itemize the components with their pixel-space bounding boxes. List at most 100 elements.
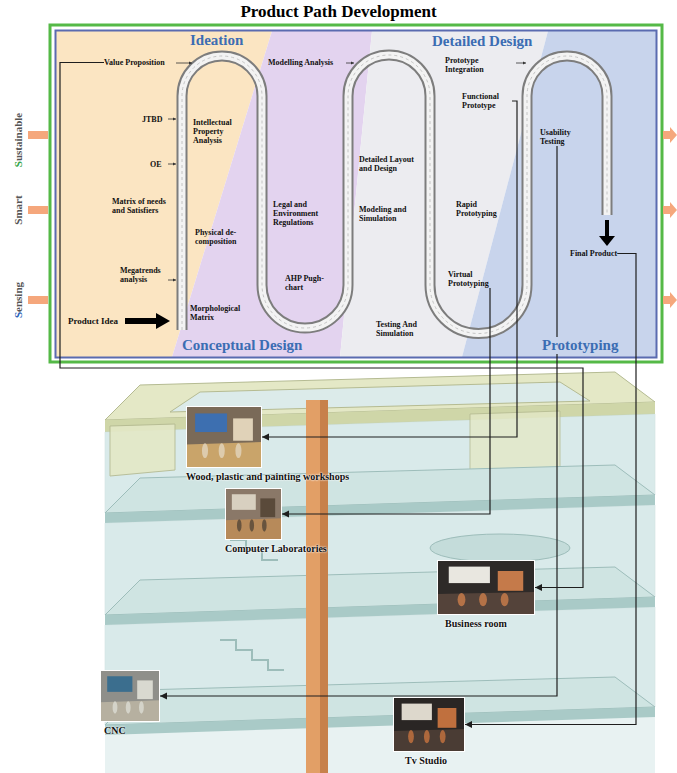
step-label: JTBD xyxy=(142,115,162,124)
step-label: OE xyxy=(150,160,162,169)
connector-line xyxy=(262,101,517,437)
photo-figure xyxy=(126,701,131,713)
photo-floor xyxy=(225,518,282,540)
side-arrows xyxy=(28,296,48,304)
photo-figure xyxy=(202,443,208,458)
flow-arrows xyxy=(168,164,176,165)
room-picture xyxy=(186,406,262,468)
building-drawing xyxy=(430,534,570,562)
photo-figure xyxy=(237,519,242,531)
photo-figure xyxy=(219,443,225,458)
side-arrows xyxy=(663,127,677,143)
flow-arrows xyxy=(599,236,615,246)
step-label: Matrix of needs and Satisfiers xyxy=(112,197,172,215)
step-text: Virtual Prototyping xyxy=(448,270,496,288)
serpentine-track xyxy=(182,55,607,334)
room-photo: Computer Laboratories xyxy=(225,488,282,540)
building-drawing xyxy=(110,424,175,476)
serpentine-track xyxy=(182,55,607,334)
photo-floor xyxy=(393,729,465,752)
building-drawing xyxy=(105,372,655,773)
phase-heading: Detailed Design xyxy=(432,33,532,50)
photo-detail xyxy=(107,676,132,692)
step-label: Intellectual Property Analysis xyxy=(193,118,253,145)
step-text: Detailed Layout and Design xyxy=(359,155,421,173)
building-drawing xyxy=(306,400,328,773)
step-label: Product Idea xyxy=(68,316,118,326)
room-photo: CNC xyxy=(100,670,160,722)
building-drawing xyxy=(105,372,655,773)
phase-heading: Ideation xyxy=(190,32,243,49)
photo-detail xyxy=(232,494,256,510)
side-arrows xyxy=(28,131,48,139)
step-label: Detailed Layout and Design xyxy=(359,155,421,173)
photo-ground xyxy=(100,670,160,722)
process-panel xyxy=(462,31,656,357)
process-panel xyxy=(50,25,662,362)
room-picture xyxy=(100,670,160,722)
photo-detail xyxy=(449,567,490,584)
side-arrows xyxy=(28,206,48,214)
photo-detail xyxy=(137,680,153,699)
step-text: Modeling and Simulation xyxy=(359,205,421,223)
step-label: Usability Testing xyxy=(540,128,596,146)
side-label: Sustainable xyxy=(12,113,24,167)
flow-arrows xyxy=(605,220,609,237)
photo-figure xyxy=(262,519,267,531)
step-text: Morphological Matrix xyxy=(190,304,252,322)
photo-frame xyxy=(226,489,282,540)
side-arrows xyxy=(663,292,677,308)
step-label: Modeling and Simulation xyxy=(359,205,421,223)
photo-ground xyxy=(225,488,282,540)
room-picture xyxy=(393,697,465,752)
flow-arrows xyxy=(176,63,192,64)
step-label: Megatrends analysis xyxy=(120,266,172,284)
phase-heading: Conceptual Design xyxy=(182,337,302,354)
flow-arrows xyxy=(516,63,526,64)
step-label: Physical de-composition xyxy=(195,228,253,246)
room-photo: Wood, plastic and painting workshops xyxy=(186,406,262,468)
room-caption: Tv Studio xyxy=(405,755,447,767)
connector-line xyxy=(465,254,636,725)
photo-ground xyxy=(186,406,262,468)
step-text: Physical de-composition xyxy=(195,228,253,246)
step-text: Testing And Simulation xyxy=(376,320,426,338)
photo-frame xyxy=(101,671,160,722)
step-text: JTBD xyxy=(142,115,162,124)
flow-arrows xyxy=(168,119,176,120)
photo-floor xyxy=(437,592,535,615)
photo-figure xyxy=(250,519,255,531)
building-drawing xyxy=(105,707,655,735)
photo-detail xyxy=(438,708,457,728)
photo-figure xyxy=(479,593,487,606)
room-caption: CNC xyxy=(104,725,126,737)
step-label: Value Proposition xyxy=(104,58,165,67)
photo-floor xyxy=(100,700,160,722)
building-drawing xyxy=(470,411,560,474)
step-label: Modelling Analysis xyxy=(268,58,333,67)
serpentine-track xyxy=(182,55,607,334)
room-caption: Business room xyxy=(445,618,507,630)
connector-line xyxy=(160,146,557,696)
room-picture xyxy=(225,488,282,540)
step-text: Usability Testing xyxy=(540,128,596,146)
step-label: Final Product xyxy=(570,249,617,258)
room-picture xyxy=(437,560,535,615)
flow-arrows xyxy=(125,318,158,324)
photo-detail xyxy=(498,571,523,591)
room-photo: Tv Studio xyxy=(393,697,465,752)
photo-figure xyxy=(440,730,446,743)
step-text: Prototype Integration xyxy=(445,56,515,74)
photo-figure xyxy=(139,701,144,713)
photo-figure xyxy=(424,730,430,743)
step-text: Modelling Analysis xyxy=(268,58,333,67)
photo-figure xyxy=(113,701,118,713)
step-text: Final Product xyxy=(570,249,617,258)
side-arrows xyxy=(28,127,677,308)
step-text: Rapid Prototyping xyxy=(456,200,506,218)
room-caption: Wood, plastic and painting workshops xyxy=(186,471,349,483)
step-label: Morphological Matrix xyxy=(190,304,252,322)
step-text: Matrix of needs and Satisfiers xyxy=(112,197,172,215)
